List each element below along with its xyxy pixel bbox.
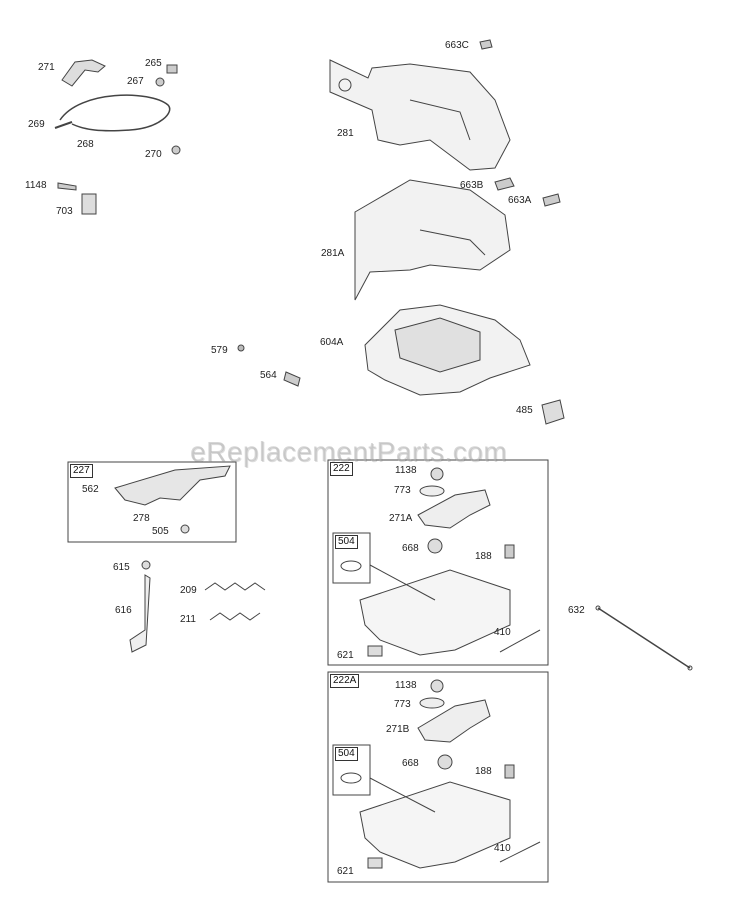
label-773-a: 773 — [394, 485, 411, 496]
part-1148-bolt — [57, 182, 77, 191]
label-410-b: 410 — [494, 843, 511, 854]
part-271-lever — [61, 59, 106, 87]
label-668-a: 668 — [402, 543, 419, 554]
part-485-clip — [541, 399, 565, 425]
part-268-cable — [59, 94, 171, 132]
part-410-link-a — [499, 629, 541, 653]
part-668-gear-a — [427, 538, 443, 554]
label-604a: 604A — [320, 337, 344, 348]
part-265-nut — [166, 64, 178, 74]
label-410-a: 410 — [494, 627, 511, 638]
label-632: 632 — [568, 605, 585, 616]
part-663c-screw — [479, 39, 493, 50]
label-1138-b: 1138 — [395, 680, 417, 691]
part-188-screw-a — [504, 544, 515, 559]
label-562: 562 — [82, 484, 99, 495]
label-209: 209 — [180, 585, 197, 596]
part-621-clip-a — [367, 645, 383, 657]
label-564: 564 — [260, 370, 277, 381]
group-222a-tag: 222A — [330, 674, 360, 688]
part-222a-bracket — [359, 781, 511, 869]
part-773-gear-a — [419, 485, 445, 497]
part-1138-nut-b — [430, 679, 444, 693]
part-663a-screw — [542, 193, 561, 207]
part-281a-shroud — [354, 179, 511, 301]
label-270: 270 — [145, 149, 162, 160]
part-271a-lever — [417, 489, 491, 529]
label-616: 616 — [115, 605, 132, 616]
part-188-screw-b — [504, 764, 515, 779]
part-281-blower-housing — [329, 59, 511, 171]
part-211-spring — [209, 612, 261, 621]
watermark: eReplacementParts.com — [190, 436, 508, 467]
label-281: 281 — [337, 128, 354, 139]
label-271: 271 — [38, 62, 55, 73]
part-1138-nut-a — [430, 467, 444, 481]
part-632-cable — [597, 607, 691, 669]
group-222-tag: 222 — [330, 462, 353, 476]
part-604a-filter — [394, 317, 481, 373]
group-227-tag: 227 — [70, 464, 93, 478]
label-265: 265 — [145, 58, 162, 69]
group-222a-box — [327, 671, 549, 883]
label-267: 267 — [127, 76, 144, 87]
part-270-clip — [171, 145, 181, 155]
label-668-b: 668 — [402, 758, 419, 769]
label-278: 278 — [133, 513, 150, 524]
label-485: 485 — [516, 405, 533, 416]
part-616-shaft — [129, 574, 151, 653]
part-621-clip-b — [367, 857, 383, 869]
label-188-a: 188 — [475, 551, 492, 562]
part-267-screw — [155, 77, 165, 87]
part-773-gear-b — [419, 697, 445, 709]
part-222-bracket — [359, 569, 511, 656]
label-1138-a: 1138 — [395, 465, 417, 476]
label-271a: 271A — [389, 513, 413, 524]
group-504-tag-b: 504 — [335, 747, 358, 761]
part-564-bolt — [283, 371, 301, 387]
group-222-box — [327, 459, 549, 666]
label-663c: 663C — [445, 40, 469, 51]
part-227-lever — [114, 465, 231, 506]
part-410-link-b — [499, 841, 541, 863]
part-209-spring — [204, 582, 266, 591]
label-579: 579 — [211, 345, 228, 356]
label-268: 268 — [77, 139, 94, 150]
group-504-box-b — [332, 744, 371, 796]
label-211: 211 — [180, 614, 196, 625]
label-269: 269 — [28, 119, 45, 130]
part-615-washer — [141, 560, 151, 570]
label-621-b: 621 — [337, 866, 354, 877]
label-663a: 663A — [508, 195, 532, 206]
label-615: 615 — [113, 562, 130, 573]
label-281a: 281A — [321, 248, 345, 259]
label-1148: 1148 — [25, 180, 47, 191]
label-703: 703 — [56, 206, 73, 217]
part-271b-lever — [417, 699, 491, 743]
part-579-screw — [237, 344, 245, 352]
label-773-b: 773 — [394, 699, 411, 710]
part-663b-screw — [494, 177, 515, 191]
part-668-gear-b — [437, 754, 453, 770]
label-505: 505 — [152, 526, 169, 537]
group-504-box-a — [332, 532, 371, 584]
label-188-b: 188 — [475, 766, 492, 777]
label-621-a: 621 — [337, 650, 354, 661]
label-663b: 663B — [460, 180, 484, 191]
label-271b: 271B — [386, 724, 410, 735]
group-504-tag-a: 504 — [335, 535, 358, 549]
group-227-box — [67, 461, 237, 543]
part-703-bracket — [81, 193, 97, 215]
